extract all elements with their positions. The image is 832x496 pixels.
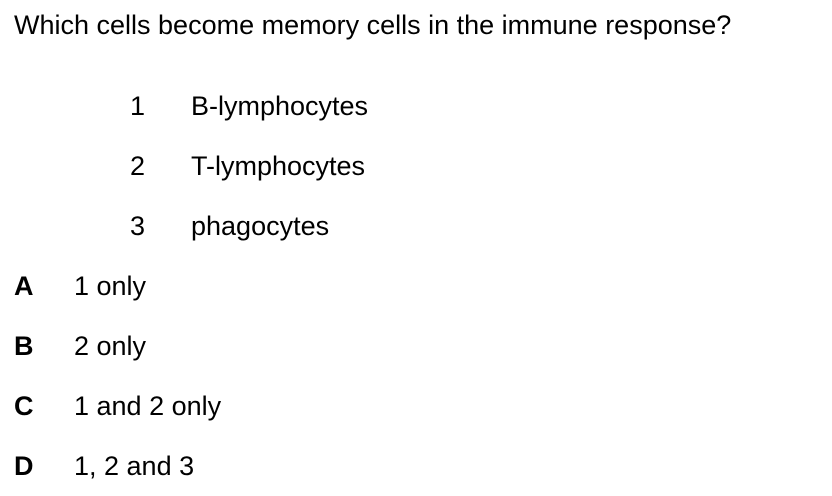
answer-option-d[interactable]: D 1, 2 and 3 bbox=[14, 436, 221, 496]
option-letter: A bbox=[14, 270, 34, 301]
statement-number: 1 bbox=[130, 90, 146, 121]
statement-number: 3 bbox=[130, 210, 146, 241]
statement-item: 2 T-lymphocytes bbox=[130, 136, 368, 196]
option-letter: D bbox=[14, 450, 34, 481]
statement-item: 3 phagocytes bbox=[130, 196, 368, 256]
statement-label: B-lymphocytes bbox=[191, 90, 369, 121]
answer-options: A 1 only B 2 only C 1 and 2 only D 1, 2 … bbox=[14, 256, 221, 496]
statement-item: 1 B-lymphocytes bbox=[130, 76, 368, 136]
answer-option-c[interactable]: C 1 and 2 only bbox=[14, 376, 221, 436]
answer-option-b[interactable]: B 2 only bbox=[14, 316, 221, 376]
question-text: Which cells become memory cells in the i… bbox=[14, 10, 732, 40]
statement-list: 1 B-lymphocytes 2 T-lymphocytes 3 phagoc… bbox=[130, 76, 368, 256]
statement-label: T-lymphocytes bbox=[191, 150, 366, 181]
answer-option-a[interactable]: A 1 only bbox=[14, 256, 221, 316]
option-label: 1 and 2 only bbox=[74, 390, 222, 421]
option-label: 1, 2 and 3 bbox=[74, 450, 195, 481]
option-letter: B bbox=[14, 330, 34, 361]
option-label: 1 only bbox=[74, 270, 147, 301]
statement-label: phagocytes bbox=[191, 210, 330, 241]
option-letter: C bbox=[14, 390, 34, 421]
statement-number: 2 bbox=[130, 150, 146, 181]
option-label: 2 only bbox=[74, 330, 147, 361]
